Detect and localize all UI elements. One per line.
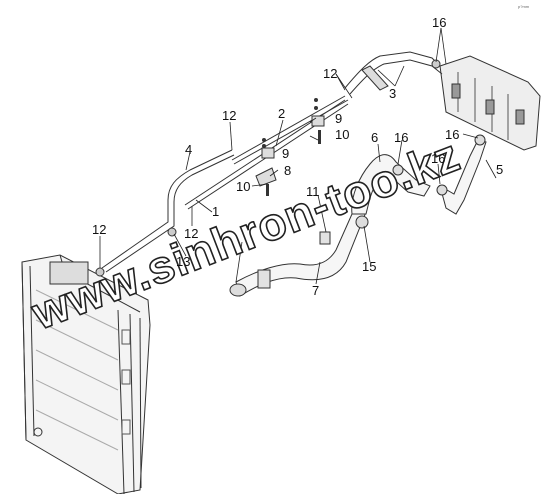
callouts: 16 12 3 2 12 9 10 6 16 16 4 9 16 8 10 5 … <box>92 15 503 298</box>
radiator <box>21 254 151 494</box>
callout-11: 11 <box>306 184 320 199</box>
callout-9-lower: 9 <box>282 146 289 161</box>
callout-12-mid: 12 <box>222 108 236 123</box>
callout-12-top: 12 <box>323 66 337 81</box>
tube-4 <box>95 149 235 277</box>
callout-16-upper: 16 <box>394 130 408 145</box>
callout-10-lower: 10 <box>236 179 250 194</box>
callout-5: 5 <box>496 162 503 177</box>
hose-7 <box>229 211 367 297</box>
callout-13: 13 <box>176 254 190 269</box>
expansion-tank <box>439 55 541 151</box>
callout-14: 16 <box>432 15 446 30</box>
callout-16-right: 16 <box>445 127 459 142</box>
callout-2: 2 <box>278 106 285 121</box>
callout-7: 7 <box>312 283 319 298</box>
callout-1: 1 <box>212 204 219 219</box>
corner-mark: p?mm <box>518 4 530 9</box>
callout-3: 3 <box>389 86 396 101</box>
callout-16-mid: 16 <box>431 151 445 166</box>
callout-12-bottom: 12 <box>184 226 198 241</box>
watermark: www.sinhron-too.kz <box>24 128 467 339</box>
callout-10-upper: 10 <box>335 127 349 142</box>
callout-8: 8 <box>284 163 291 178</box>
callout-6: 6 <box>371 130 378 145</box>
leader-lines <box>99 27 497 285</box>
callout-4: 4 <box>185 142 192 157</box>
pipe-3 <box>344 51 443 95</box>
callout-15: 15 <box>362 259 376 274</box>
hose-6 <box>351 154 431 229</box>
callout-9-upper: 9 <box>335 111 342 126</box>
fasteners <box>262 98 321 196</box>
callout-12-left: 12 <box>92 222 106 237</box>
